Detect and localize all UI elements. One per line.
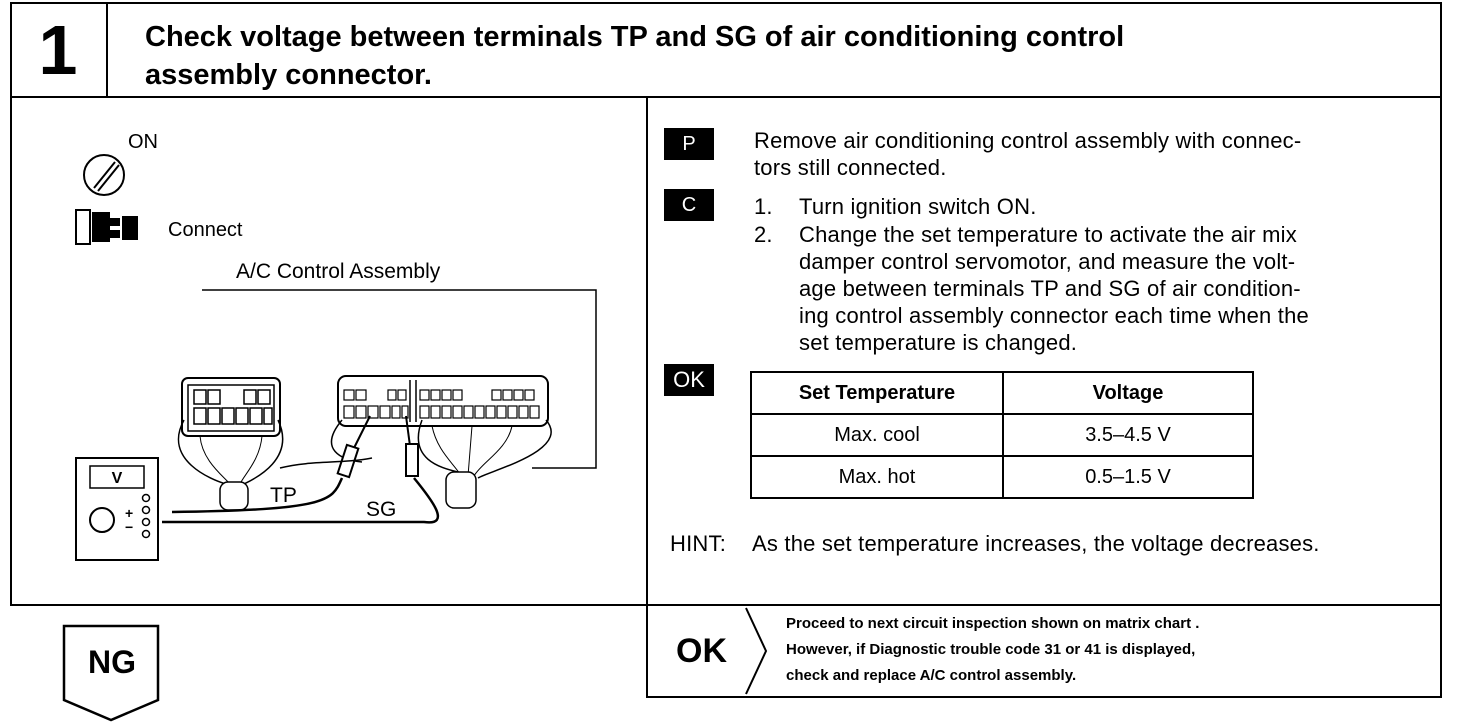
step-2-line-2: damper control servomotor, and measure t… [799,249,1296,274]
table-header-row: Set Temperature Voltage [750,371,1254,415]
ok-result-label: OK [676,632,727,670]
p-line-1: Remove air conditioning control assembly… [754,128,1302,153]
ok-line-3: check and replace A/C control assembly. [786,667,1077,684]
step-2-line-4: ing control assembly connector each time… [799,303,1309,328]
table-row: Max. hot 0.5–1.5 V [750,455,1254,499]
badge-c: C [664,189,714,221]
step-2-line-3: age between terminals TP and SG of air c… [799,276,1301,301]
meter-label: V [112,470,123,487]
ok-result-text: Proceed to next circuit inspection shown… [786,611,1436,689]
ng-result-label: NG [88,644,136,680]
ng-result-tab [62,624,160,722]
step-1-num: 1. [754,194,773,219]
badge-ok: OK [664,364,714,396]
hint-text: As the set temperature increases, the vo… [752,531,1320,556]
svg-text:−: − [125,519,133,535]
table-cell: Max. hot [750,455,1004,499]
left-connector [177,377,284,511]
step-title: Check voltage between terminals TP and S… [145,18,1425,94]
step-2-num: 2. [754,222,773,247]
p-line-2: tors still connected. [754,155,947,180]
step-number: 1 [10,2,108,98]
connect-label: Connect [168,219,243,241]
voltage-table: Set Temperature Voltage Max. cool 3.5–4.… [750,371,1254,499]
table-header-cell: Set Temperature [750,371,1004,415]
probe-sg-label: SG [366,498,396,521]
main-connector [330,375,552,509]
ok-result-box [646,604,1442,698]
table-cell: 3.5–4.5 V [1002,413,1254,457]
wiring-diagram: ON Connect A/C Control Assembly [75,131,597,561]
svg-text:+: + [125,505,133,521]
connector-icon [75,209,138,245]
table-cell: 0.5–1.5 V [1002,455,1254,499]
table-cell: Max. cool [750,413,1004,457]
badge-p: P [664,128,714,160]
ok-arrow-icon [745,607,768,695]
ok-line-1: Proceed to next circuit inspection shown… [786,615,1200,632]
voltmeter-icon: + − [75,457,159,561]
table-row: Max. cool 3.5–4.5 V [750,413,1254,457]
probe-sg [162,415,440,524]
probe-tp-label: TP [270,484,297,507]
step-header [10,2,1442,98]
step-2-line-1: Change the set temperature to activate t… [799,222,1297,247]
step-2-text: Change the set temperature to activate t… [799,221,1429,356]
panel-divider [646,98,648,606]
step-title-line-2: assembly connector. [145,59,432,91]
step-1-text: Turn ignition switch ON. [799,194,1037,219]
p-instruction: Remove air conditioning control assembly… [754,127,1434,181]
ok-line-2: However, if Diagnostic trouble code 31 o… [786,641,1196,658]
step-2-line-5: set temperature is changed. [799,330,1078,355]
table-header-cell: Voltage [1002,371,1254,415]
assembly-label: A/C Control Assembly [236,260,441,283]
ignition-on-label: ON [128,131,158,153]
ignition-switch-icon [83,154,125,196]
step-title-line-1: Check voltage between terminals TP and S… [145,21,1125,53]
assembly-bracket [202,289,597,469]
hint-label: HINT: [670,531,726,556]
